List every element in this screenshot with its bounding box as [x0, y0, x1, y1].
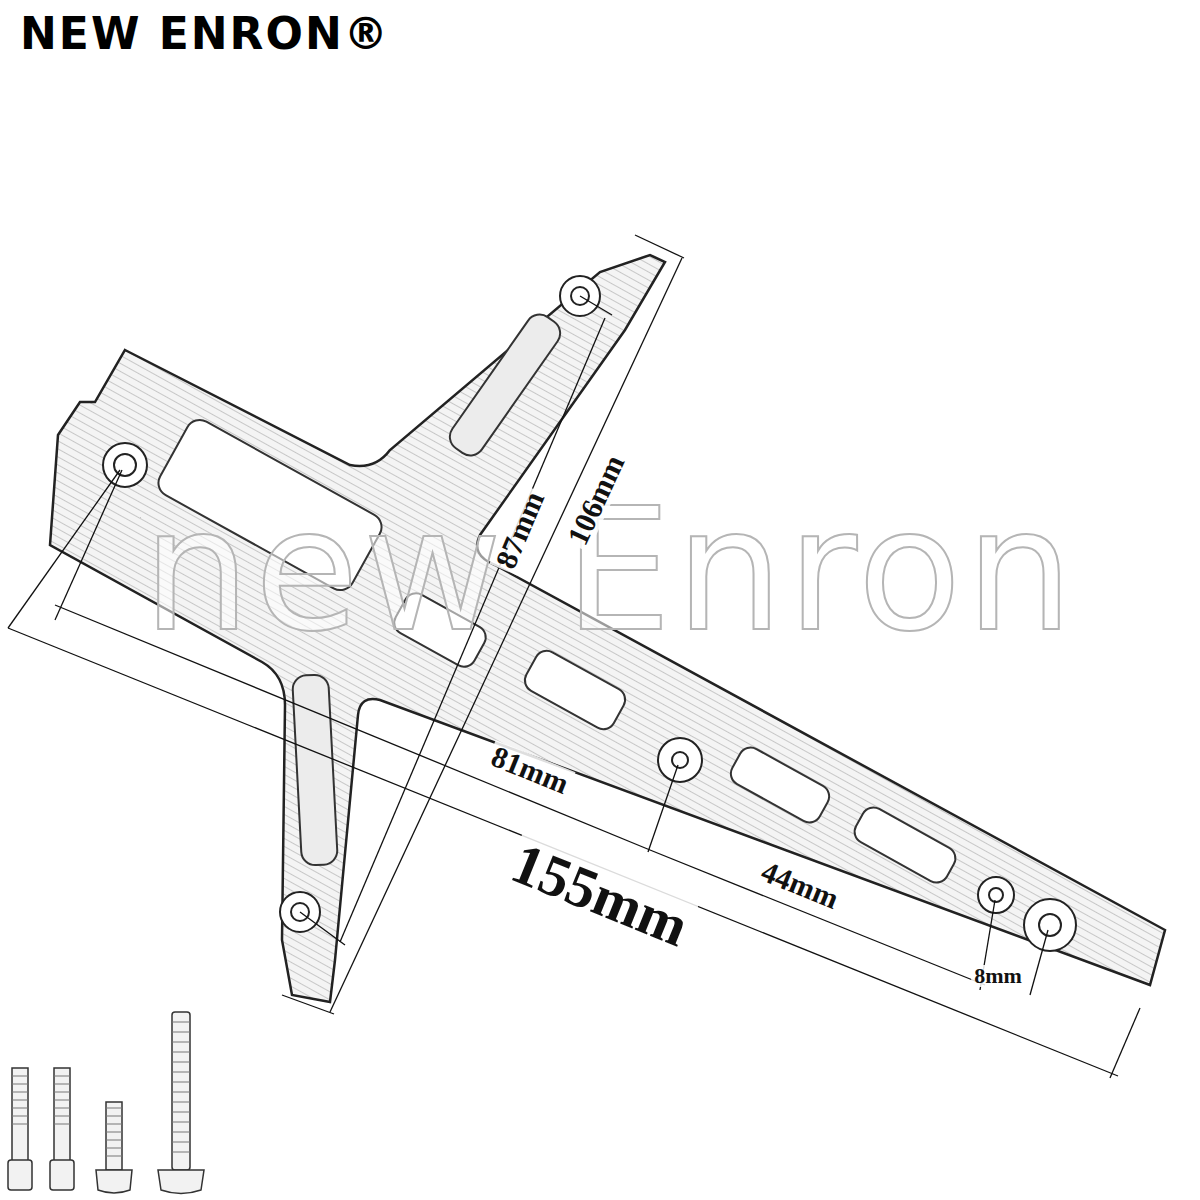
watermark: new Enron	[143, 485, 1077, 655]
dimension-label: 8mm	[971, 965, 1025, 987]
dimension-label: 155mm	[501, 833, 699, 958]
bracket-outline	[50, 255, 1165, 1002]
brand-logo: NEW ENRON®	[20, 12, 390, 56]
